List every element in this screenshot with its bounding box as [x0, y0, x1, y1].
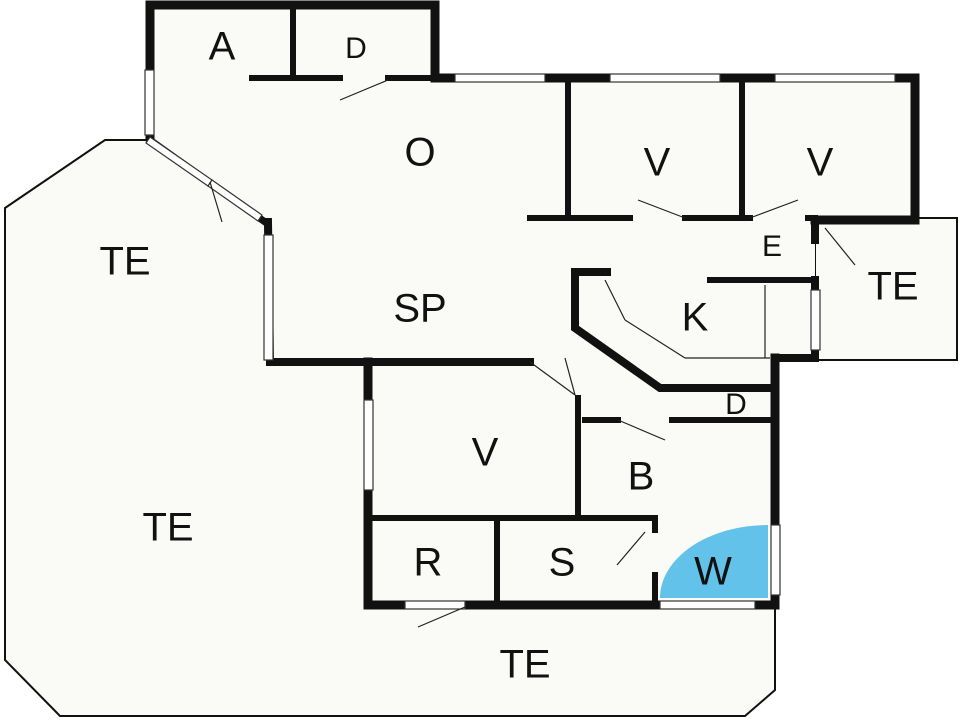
- room-label-sp: SP: [393, 287, 446, 331]
- terrace-right-area: [814, 217, 958, 361]
- room-label-k: K: [682, 296, 709, 340]
- room-label-o: O: [404, 131, 435, 175]
- room-label-b: B: [628, 455, 655, 499]
- room-label-r: R: [414, 541, 443, 585]
- room-label-v-top-right: V: [807, 141, 834, 185]
- wc-highlight: [660, 525, 768, 598]
- room-labels: A D O V V E TE TE SP K D V B TE R S W TE: [99, 25, 918, 687]
- room-label-e: E: [762, 230, 782, 263]
- room-label-a: A: [209, 25, 236, 69]
- room-label-d-top: D: [345, 32, 367, 65]
- room-label-v-top-left: V: [644, 141, 671, 185]
- room-label-w: W: [694, 550, 732, 594]
- room-label-s: S: [549, 541, 576, 585]
- room-label-te-left-lower: TE: [142, 506, 193, 550]
- room-label-d-mid: D: [725, 388, 747, 421]
- interior-walls: [249, 5, 818, 605]
- room-label-te-left-upper: TE: [99, 240, 150, 284]
- building-floor: [150, 5, 915, 605]
- doors: [209, 79, 856, 628]
- windows: [144, 69, 896, 610]
- room-label-te-bottom: TE: [499, 643, 550, 687]
- room-label-v-middle: V: [472, 431, 499, 475]
- room-label-te-right: TE: [867, 265, 918, 309]
